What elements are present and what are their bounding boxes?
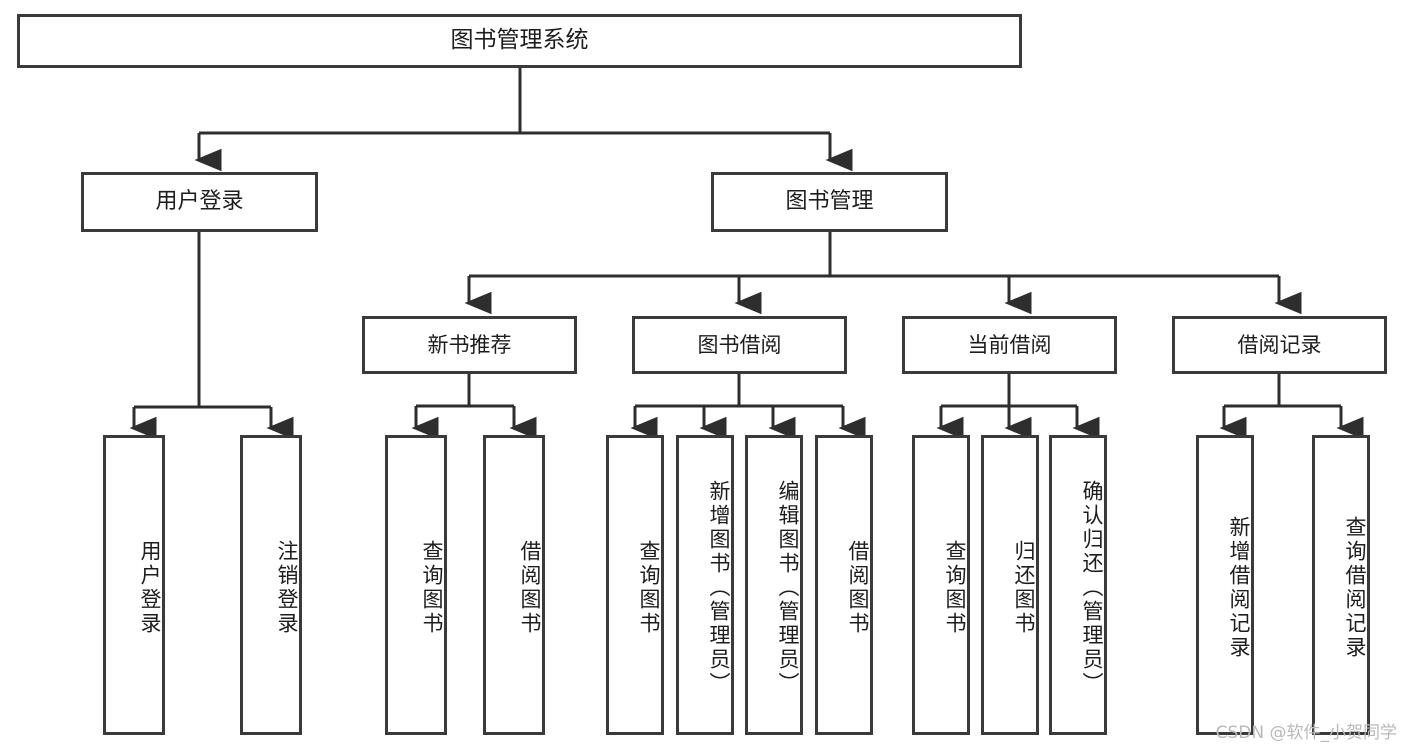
leaf-current-confirm-return[interactable]: 确认归还（管理员）	[1049, 435, 1107, 735]
leaf-label: 借阅图书	[846, 540, 870, 636]
node-new-book-recommend-label: 新书推荐	[427, 332, 512, 357]
leaf-label: 注销登录	[275, 540, 299, 636]
leaf-label: 新增图书（管理员）	[707, 480, 731, 696]
leaf-current-return-book[interactable]: 归还图书	[981, 435, 1039, 735]
leaf-label: 编辑图书（管理员）	[776, 480, 800, 696]
leaf-label: 查询借阅记录	[1343, 516, 1367, 660]
leaf-label: 新增借阅记录	[1227, 516, 1251, 660]
node-book-management-label: 图书管理	[785, 189, 874, 215]
node-borrow-record[interactable]: 借阅记录	[1172, 316, 1387, 374]
leaf-label: 归还图书	[1012, 540, 1036, 636]
leaf-label: 查询图书	[420, 540, 444, 636]
leaf-label: 确认归还（管理员）	[1080, 480, 1104, 696]
node-user-login[interactable]: 用户登录	[81, 172, 318, 232]
leaf-borrow-borrow-book[interactable]: 借阅图书	[815, 435, 873, 735]
node-book-borrow[interactable]: 图书借阅	[632, 316, 847, 374]
leaf-label: 查询图书	[637, 540, 661, 636]
leaf-label: 查询图书	[943, 540, 967, 636]
node-borrow-record-label: 借阅记录	[1237, 332, 1322, 357]
leaf-label: 借阅图书	[518, 540, 542, 636]
node-user-login-label: 用户登录	[155, 189, 244, 215]
leaf-label: 用户登录	[138, 540, 162, 636]
leaf-borrow-query-book[interactable]: 查询图书	[606, 435, 664, 735]
leaf-borrow-edit-book[interactable]: 编辑图书（管理员）	[745, 435, 803, 735]
node-new-book-recommend[interactable]: 新书推荐	[362, 316, 577, 374]
node-root[interactable]: 图书管理系统	[17, 14, 1022, 68]
leaf-borrow-add-book[interactable]: 新增图书（管理员）	[676, 435, 734, 735]
leaf-record-add[interactable]: 新增借阅记录	[1196, 435, 1254, 735]
leaf-new-book-query[interactable]: 查询图书	[385, 435, 447, 735]
node-current-borrow[interactable]: 当前借阅	[902, 316, 1117, 374]
leaf-record-query[interactable]: 查询借阅记录	[1312, 435, 1370, 735]
node-book-borrow-label: 图书借阅	[697, 332, 782, 357]
leaf-user-login-login[interactable]: 用户登录	[103, 435, 165, 735]
node-root-label: 图书管理系统	[450, 27, 589, 54]
node-current-borrow-label: 当前借阅	[967, 332, 1052, 357]
csdn-watermark: CSDN @软件_小贺同学	[1215, 723, 1397, 743]
leaf-new-book-borrow[interactable]: 借阅图书	[483, 435, 545, 735]
leaf-current-query-book[interactable]: 查询图书	[912, 435, 970, 735]
node-book-management[interactable]: 图书管理	[711, 172, 948, 232]
leaf-user-login-logout[interactable]: 注销登录	[240, 435, 302, 735]
